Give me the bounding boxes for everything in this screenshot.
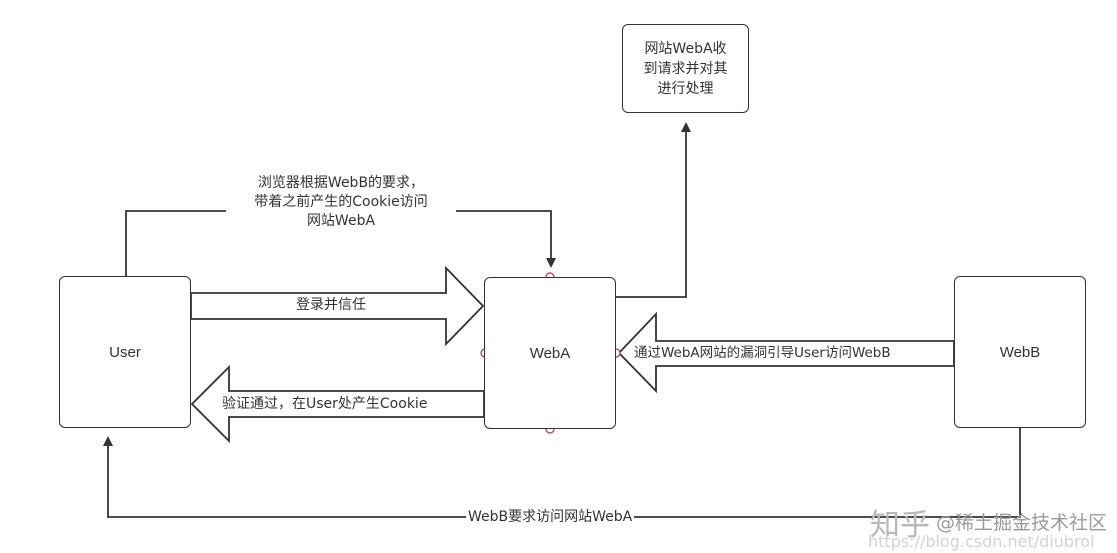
node-process-line-3: 进行处理 xyxy=(657,80,714,97)
node-process-line-1: 网站WebA收 xyxy=(644,40,727,57)
node-user-label: User xyxy=(109,343,141,361)
node-weba-label: WebA xyxy=(529,344,571,362)
edge-browser-label: 浏览器根据WebB的要求， 带着之前产生的Cookie访问 网站WebA xyxy=(226,174,456,231)
node-weba: WebA xyxy=(484,277,616,429)
edge-browser-label-line-1: 浏览器根据WebB的要求， xyxy=(257,175,425,191)
watermark-zhihu-logo: 知乎 xyxy=(870,508,930,543)
edge-process-line xyxy=(614,122,691,298)
edge-verify-label: 验证通过，在User处产生Cookie xyxy=(222,396,428,412)
node-process-line-2: 到请求并对其 xyxy=(643,60,728,77)
watermark-url: https://blog.csdn.net/diubrol xyxy=(868,532,1095,551)
edge-browser-label-line-2: 带着之前产生的Cookie访问 xyxy=(254,194,428,210)
node-process: 网站WebA收 到请求并对其 进行处理 xyxy=(622,24,749,113)
node-user: User xyxy=(59,276,191,428)
edge-login-label: 登录并信任 xyxy=(296,297,366,313)
node-webb-label: WebB xyxy=(999,343,1041,361)
edge-request-label: WebB要求访问网站WebA xyxy=(466,508,635,527)
node-webb: WebB xyxy=(954,276,1086,428)
edge-verify-arrow xyxy=(190,364,485,444)
edge-exploit-label: 通过WebA网站的漏洞引导User访问WebB xyxy=(634,345,891,361)
edge-exploit-arrow xyxy=(617,311,955,394)
watermark-author: @稀土掘金技术社区 xyxy=(936,512,1108,534)
edge-browser-label-line-3: 网站WebA xyxy=(306,213,376,229)
edge-login-arrow xyxy=(190,265,485,347)
